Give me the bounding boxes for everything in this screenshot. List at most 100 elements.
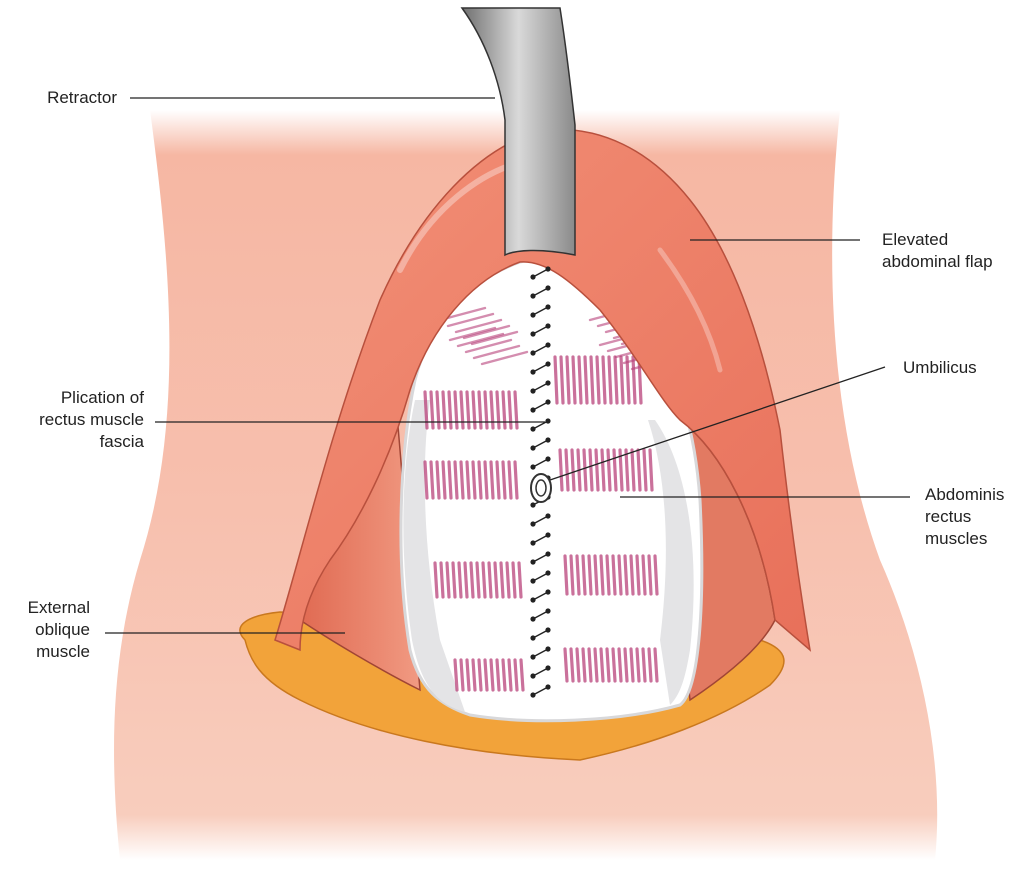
muscle-fiber bbox=[477, 563, 479, 597]
label-plication: Plication of rectus muscle fascia bbox=[5, 387, 144, 453]
muscle-fiber bbox=[627, 357, 629, 403]
label-line: fascia bbox=[5, 431, 144, 453]
muscle-fiber bbox=[455, 462, 457, 498]
muscle-fiber bbox=[509, 462, 511, 498]
suture-knot bbox=[530, 464, 535, 469]
suture-knot bbox=[530, 559, 535, 564]
suture-knot bbox=[530, 331, 535, 336]
muscle-fiber bbox=[619, 556, 621, 594]
muscle-fiber bbox=[461, 660, 463, 690]
muscle-fiber bbox=[571, 649, 573, 681]
muscle-fiber bbox=[497, 462, 499, 498]
muscle-fiber bbox=[566, 450, 568, 490]
muscle-fiber bbox=[632, 450, 634, 490]
suture-knot bbox=[530, 616, 535, 621]
muscle-fiber bbox=[607, 649, 609, 681]
muscle-fiber bbox=[608, 450, 610, 490]
suture-knot bbox=[530, 445, 535, 450]
suture-knot bbox=[545, 684, 550, 689]
muscle-fiber bbox=[583, 649, 585, 681]
muscle-fiber bbox=[571, 556, 573, 594]
muscle-fiber bbox=[485, 660, 487, 690]
suture-knot bbox=[545, 627, 550, 632]
muscle-fiber bbox=[567, 357, 569, 403]
muscle-fiber bbox=[479, 462, 481, 498]
muscle-fiber bbox=[513, 563, 515, 597]
muscle-fiber bbox=[455, 660, 457, 690]
muscle-fiber bbox=[650, 450, 652, 490]
muscle-fiber bbox=[465, 563, 467, 597]
label-line: Abdominis bbox=[925, 484, 1020, 506]
label-line: Retractor bbox=[22, 87, 117, 109]
muscle-fiber bbox=[649, 649, 651, 681]
muscle-fiber bbox=[602, 450, 604, 490]
muscle-fiber bbox=[453, 563, 455, 597]
muscle-fiber bbox=[589, 556, 591, 594]
muscle-fiber bbox=[621, 357, 623, 403]
muscle-fiber bbox=[573, 357, 575, 403]
label-line: rectus bbox=[925, 506, 1020, 528]
suture-knot bbox=[545, 380, 550, 385]
muscle-fiber bbox=[449, 462, 451, 498]
muscle-fiber bbox=[561, 357, 563, 403]
muscle-fiber bbox=[491, 660, 493, 690]
muscle-fiber bbox=[461, 462, 463, 498]
muscle-fiber bbox=[609, 357, 611, 403]
suture-knot bbox=[545, 437, 550, 442]
suture-knot bbox=[545, 342, 550, 347]
muscle-fiber bbox=[595, 556, 597, 594]
suture-knot bbox=[545, 608, 550, 613]
muscle-fiber bbox=[489, 563, 491, 597]
muscle-fiber bbox=[435, 563, 437, 597]
label-line: External bbox=[0, 597, 90, 619]
suture-knot bbox=[545, 285, 550, 290]
muscle-fiber bbox=[447, 563, 449, 597]
muscle-fiber bbox=[613, 649, 615, 681]
suture-knot bbox=[530, 673, 535, 678]
muscle-fiber bbox=[485, 462, 487, 498]
label-line: Plication of bbox=[5, 387, 144, 409]
suture-knot bbox=[545, 361, 550, 366]
muscle-fiber bbox=[519, 563, 521, 597]
muscle-fiber bbox=[591, 357, 593, 403]
muscle-fiber bbox=[589, 649, 591, 681]
suture-knot bbox=[530, 502, 535, 507]
muscle-fiber bbox=[601, 649, 603, 681]
muscle-fiber bbox=[577, 556, 579, 594]
muscle-fiber bbox=[637, 649, 639, 681]
muscle-fiber bbox=[521, 660, 523, 690]
muscle-fiber bbox=[577, 649, 579, 681]
muscle-fiber bbox=[495, 563, 497, 597]
muscle-fiber bbox=[655, 649, 657, 681]
muscle-fiber bbox=[631, 556, 633, 594]
suture-knot bbox=[530, 293, 535, 298]
suture-knot bbox=[545, 456, 550, 461]
suture-knot bbox=[530, 692, 535, 697]
muscle-fiber bbox=[473, 462, 475, 498]
muscle-fiber bbox=[515, 660, 517, 690]
muscle-fiber bbox=[583, 556, 585, 594]
muscle-fiber bbox=[643, 649, 645, 681]
suture-knot bbox=[530, 540, 535, 545]
muscle-fiber bbox=[585, 357, 587, 403]
suture-knot bbox=[545, 399, 550, 404]
muscle-fiber bbox=[603, 357, 605, 403]
suture-knot bbox=[545, 551, 550, 556]
suture-knot bbox=[545, 570, 550, 575]
suture-knot bbox=[545, 418, 550, 423]
suture-knot bbox=[530, 350, 535, 355]
muscle-fiber bbox=[441, 563, 443, 597]
suture-knot bbox=[545, 646, 550, 651]
muscle-fiber bbox=[503, 660, 505, 690]
muscle-fiber bbox=[643, 556, 645, 594]
muscle-fiber bbox=[590, 450, 592, 490]
muscle-fiber bbox=[572, 450, 574, 490]
suture-knot bbox=[545, 513, 550, 518]
suture-knot bbox=[545, 323, 550, 328]
label-line: muscle bbox=[0, 641, 90, 663]
suture-knot bbox=[530, 521, 535, 526]
muscle-fiber bbox=[579, 357, 581, 403]
muscle-fiber bbox=[560, 450, 562, 490]
label-line: rectus muscle bbox=[5, 409, 144, 431]
muscle-fiber bbox=[565, 556, 567, 594]
